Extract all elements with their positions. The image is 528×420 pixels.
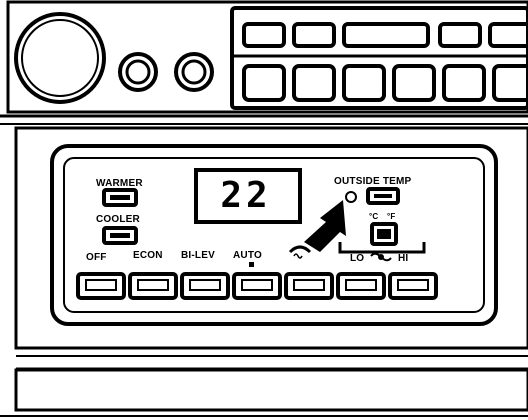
fan-hi-button[interactable] — [388, 272, 438, 300]
stereo-buttons-row-1 — [242, 22, 528, 48]
cooler-button[interactable] — [102, 226, 138, 245]
climate-panel — [14, 126, 528, 350]
econ-button[interactable] — [128, 272, 178, 300]
auto-indicator — [249, 262, 254, 267]
preset-button[interactable] — [492, 64, 528, 102]
stereo-button[interactable] — [438, 22, 482, 48]
temperature-readout: 22 — [220, 175, 272, 216]
arrow-icon — [304, 200, 346, 252]
warmer-label: WARMER — [96, 178, 143, 189]
stereo-button[interactable] — [342, 22, 430, 48]
preset-button[interactable] — [392, 64, 436, 102]
off-button[interactable] — [76, 272, 126, 300]
auto-label: AUTO — [233, 250, 262, 261]
fan-lo-label: LO — [350, 253, 365, 264]
celsius-label: °C — [369, 212, 379, 221]
stereo-buttons-row-2 — [242, 64, 528, 102]
large-knob[interactable] — [14, 12, 106, 104]
outside-temp-indicator — [345, 191, 357, 203]
fan-hi-label: HI — [398, 253, 409, 264]
small-knob-2[interactable] — [174, 52, 214, 92]
off-label: OFF — [86, 252, 107, 263]
econ-label: ECON — [133, 250, 163, 261]
cooler-label: COOLER — [96, 214, 140, 225]
fan-icon — [370, 252, 392, 262]
fan-speed-bracket — [338, 242, 426, 254]
small-knob-1[interactable] — [118, 52, 158, 92]
auto-button[interactable] — [232, 272, 282, 300]
mode-buttons-row — [76, 272, 438, 300]
defrost-button[interactable] — [284, 272, 334, 300]
fahrenheit-label: °F — [387, 212, 396, 221]
upper-console — [6, 0, 528, 114]
warmer-button[interactable] — [102, 188, 138, 207]
preset-button[interactable] — [292, 64, 336, 102]
preset-button[interactable] — [242, 64, 286, 102]
outside-temp-button[interactable] — [366, 187, 400, 205]
unit-toggle-button[interactable] — [370, 222, 398, 246]
preset-button[interactable] — [342, 64, 386, 102]
stereo-button[interactable] — [292, 22, 336, 48]
defrost-icon — [288, 245, 312, 259]
temperature-display-frame — [194, 168, 302, 224]
preset-button[interactable] — [442, 64, 486, 102]
bi-lev-button[interactable] — [180, 272, 230, 300]
stereo-button[interactable] — [488, 22, 528, 48]
fan-lo-button[interactable] — [336, 272, 386, 300]
stereo-button[interactable] — [242, 22, 286, 48]
outside-temp-label: OUTSIDE TEMP — [334, 176, 412, 187]
bi-lev-label: BI-LEV — [181, 250, 215, 261]
